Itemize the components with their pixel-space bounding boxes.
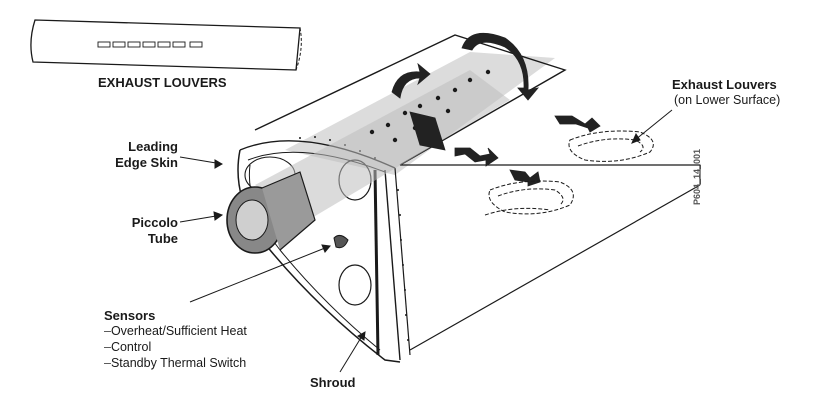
sensors-item: –Standby Thermal Switch bbox=[104, 356, 247, 370]
sensors-item: –Control bbox=[104, 340, 152, 354]
piccolo-label-line1: Piccolo bbox=[131, 215, 178, 230]
exhaust-louvers-inset-label: EXHAUST LOUVERS bbox=[98, 75, 227, 90]
exhaust-louvers-inset bbox=[30, 19, 302, 71]
sensors-item: –Overheat/Sufficient Heat bbox=[104, 324, 247, 338]
lower-surface-louvers bbox=[484, 130, 654, 216]
shroud-label: Shroud bbox=[310, 375, 356, 390]
leading-edge-label-line2: Edge Skin bbox=[115, 155, 178, 170]
sensor-icon bbox=[333, 234, 349, 249]
airflow-arrows bbox=[391, 32, 601, 187]
leader-lines bbox=[179, 109, 673, 373]
exhaust-louvers-label: Exhaust Louvers bbox=[672, 77, 777, 92]
exhaust-louvers-sublabel: (on Lower Surface) bbox=[674, 93, 781, 107]
piccolo-tube bbox=[226, 69, 510, 254]
piccolo-label-line2: Tube bbox=[147, 231, 178, 246]
sensors-label: Sensors bbox=[104, 308, 156, 323]
leading-edge-label-line1: Leading bbox=[128, 139, 178, 154]
figure-code: P604_14_001 bbox=[692, 148, 702, 205]
